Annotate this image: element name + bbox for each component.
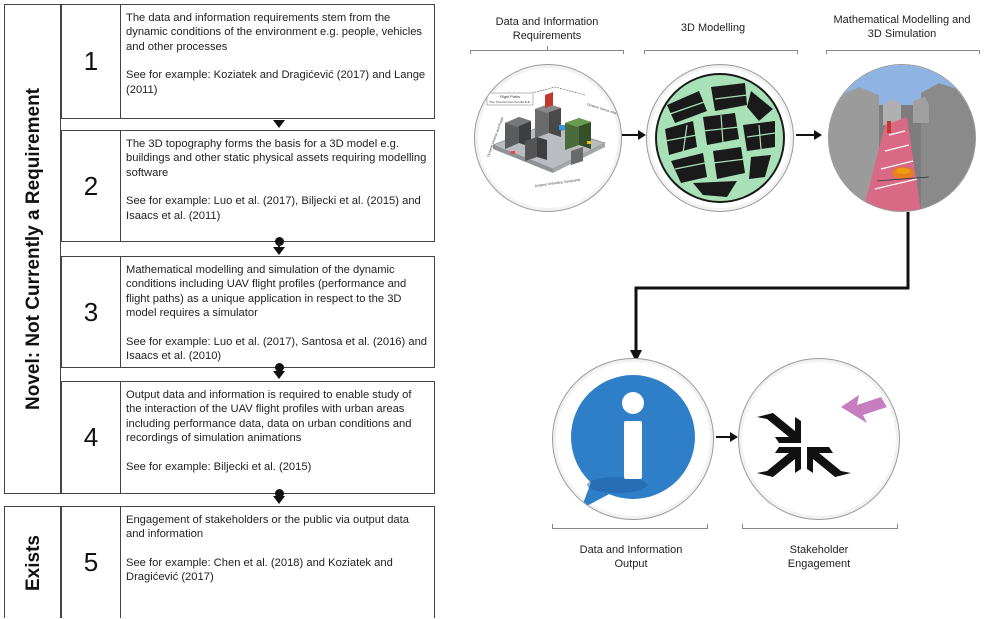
exists-label-wrap: Exists (5, 507, 62, 619)
circle-requirements: Flight Paths The “Fan Fan Fan Fan Eh E E… (474, 64, 622, 212)
annotation-flight-paths: Flight Paths (500, 95, 520, 99)
step-example: See for example: Chen et al. (2018) and … (126, 556, 393, 584)
circle-engagement (738, 358, 900, 520)
annotation-dynamic-bottom: Dynamic of Building Topography (535, 178, 581, 188)
circle-output (552, 358, 714, 520)
brace-tick (470, 50, 471, 54)
step-number: 4 (62, 382, 121, 493)
connector-dot (275, 489, 284, 498)
flow-connector-elbow (630, 212, 910, 362)
brace (470, 50, 624, 51)
step-number: 5 (62, 507, 121, 618)
circle-simulation (828, 64, 976, 212)
step-box-1: 1 The data and information requirements … (61, 4, 435, 119)
annotation-perimeter: Dynamic Sensor Information & Sensor Syst… (587, 102, 621, 127)
step-text-wrap: Output data and information is required … (126, 388, 428, 474)
connector-dot (275, 363, 284, 372)
step-box-4: 4 Output data and information is require… (61, 381, 435, 494)
stage-label-requirements: Data and Information Requirements (495, 16, 599, 42)
flow-arrow (796, 130, 822, 140)
connector-arrow (273, 247, 285, 255)
brace-tick (547, 46, 548, 50)
step-example: See for example: Biljecki et al. (2015) (126, 460, 312, 473)
flow-arrow (622, 130, 646, 140)
step-example: See for example: Luo et al. (2017), Bilj… (126, 195, 421, 222)
novel-label-wrap: Novel: Not Currently a Requirement (5, 5, 62, 493)
step-example: See for example: Luo et al. (2017), Sant… (126, 335, 428, 363)
brace-tick (826, 50, 827, 54)
step-box-2: 2 The 3D topography forms the basis for … (61, 130, 435, 242)
connector-dot (275, 237, 284, 246)
step-text-wrap: The 3D topography forms the basis for a … (126, 137, 428, 223)
exists-section: Exists (4, 506, 61, 618)
step-box-3: 3 Mathematical modelling and simulation … (61, 256, 435, 368)
brace (644, 50, 798, 51)
connector-arrow (273, 120, 285, 128)
stage-label-output: Data and Information Output (579, 544, 683, 570)
step-text: Mathematical modelling and simulation of… (126, 264, 407, 320)
exists-label: Exists (22, 535, 44, 591)
city-model-illustration: Flight Paths The “Fan Fan Fan Fan Eh E E… (486, 86, 621, 188)
brace (826, 50, 980, 51)
brace-tick (897, 524, 898, 528)
step-number: 2 (62, 131, 121, 241)
stage-label-3d-modelling: 3D Modelling (680, 22, 746, 34)
novel-label: Novel: Not Currently a Requirement (22, 88, 44, 410)
step-text: Engagement of stakeholders or the public… (126, 514, 409, 541)
annotation-flight-paths-sub: The “Fan Fan Fan Fan Eh E E” (489, 100, 530, 104)
brace-tick (797, 50, 798, 54)
flow-arrow (716, 432, 738, 442)
brace-tick (707, 524, 708, 528)
stage-label-engagement: Stakeholder Engagement (787, 544, 851, 570)
step-text-wrap: The data and information requirements st… (126, 11, 428, 97)
connector-arrow (273, 496, 285, 504)
step-text: The 3D topography forms the basis for a … (126, 138, 427, 179)
connector-line (278, 242, 280, 247)
simulation-illustration (829, 65, 975, 211)
brace (742, 528, 898, 529)
step-number: 3 (62, 257, 121, 367)
novel-section: Novel: Not Currently a Requirement (4, 4, 61, 494)
step-text: The data and information requirements st… (126, 12, 423, 53)
step-text-wrap: Engagement of stakeholders or the public… (126, 513, 428, 585)
brace (552, 528, 708, 529)
step-example: See for example: Koziatek and Dragićević… (126, 69, 426, 96)
step-number: 1 (62, 5, 121, 118)
engagement-arrows-icon (757, 395, 887, 477)
brace-tick (742, 524, 743, 528)
step-text: Output data and information is required … (126, 389, 412, 445)
stage-label-simulation: Mathematical Modelling and 3D Simulation (833, 14, 971, 40)
brace-tick (979, 50, 980, 54)
circle-3d-modelling (646, 64, 794, 212)
info-icon (571, 375, 695, 509)
city-map-illustration (655, 73, 785, 203)
step-box-5: 5 Engagement of stakeholders or the publ… (61, 506, 435, 618)
connector-arrow (273, 371, 285, 379)
brace-tick (552, 524, 553, 528)
brace-tick (644, 50, 645, 54)
brace-tick (623, 50, 624, 54)
step-text-wrap: Mathematical modelling and simulation of… (126, 263, 428, 363)
